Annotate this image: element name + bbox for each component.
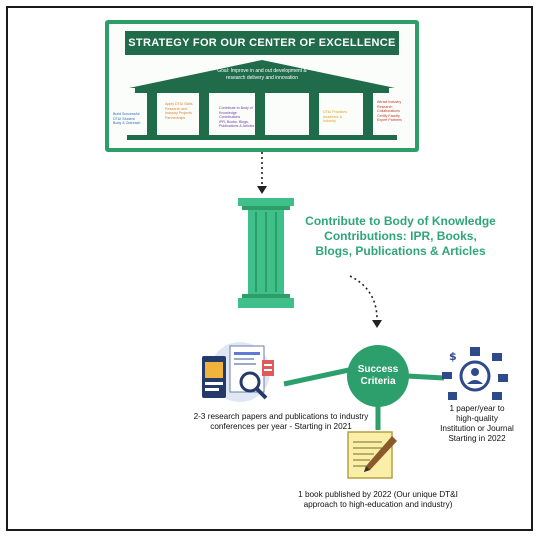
heading-line: Contributions: IPR, Books, (324, 229, 477, 243)
success-line: Success (357, 364, 399, 375)
pillar-text-3: Contribute to Body of Knowledge Contribu… (219, 106, 255, 129)
temple-base (127, 135, 397, 140)
pillar-text-2: Apply DT&I Skills Research and Industry … (165, 102, 193, 120)
caption-research-papers: 2-3 research papers and publications to … (193, 412, 369, 431)
success-criteria-node: Success Criteria (347, 345, 409, 407)
temple-roof (129, 60, 395, 88)
research-paper-icon (202, 342, 274, 402)
arrowhead-top (257, 186, 267, 194)
connector-right (406, 373, 445, 381)
caption-journal-paper: 1 paper/year to high-quality Institution… (440, 404, 514, 443)
pillar-heading: Contribute to Body of Knowledge Contribu… (298, 214, 503, 259)
roof-line: research delivery and innovation (226, 75, 298, 81)
roof-goal-text: Goal: Improve in and out development & r… (109, 68, 415, 82)
network-icon: $ (442, 347, 508, 400)
temple-graphic (127, 60, 397, 140)
pillar-text-5: Attract Industry Research Collaborations… (377, 100, 402, 123)
arrowhead-heading (372, 320, 382, 328)
svg-text:$: $ (449, 350, 457, 363)
book-writing-icon (347, 431, 397, 479)
pillar-text-1: Build Successful DT&I Student Body & Out… (113, 112, 141, 126)
heading-line: Blogs, Publications & Articles (315, 244, 486, 258)
banner-title: STRATEGY FOR OUR CENTER OF EXCELLENCE (125, 31, 399, 55)
knowledge-pillar-icon (238, 198, 294, 308)
caption-book: 1 book published by 2022 (Our unique DT&… (298, 490, 458, 509)
strategy-banner: STRATEGY FOR OUR CENTER OF EXCELLENCE Go… (105, 20, 419, 152)
dotted-arrow-heading (349, 275, 378, 323)
pillar-text-4: DT&I Practices Academic & Industry (323, 110, 347, 124)
roof-line: Goal: Improve in and out development & (217, 68, 307, 74)
temple-pillars (147, 93, 373, 135)
success-line: Criteria (360, 376, 396, 387)
temple-beam (135, 88, 389, 93)
connector-left (283, 367, 350, 387)
heading-line: Contribute to Body of Knowledge (305, 214, 496, 228)
